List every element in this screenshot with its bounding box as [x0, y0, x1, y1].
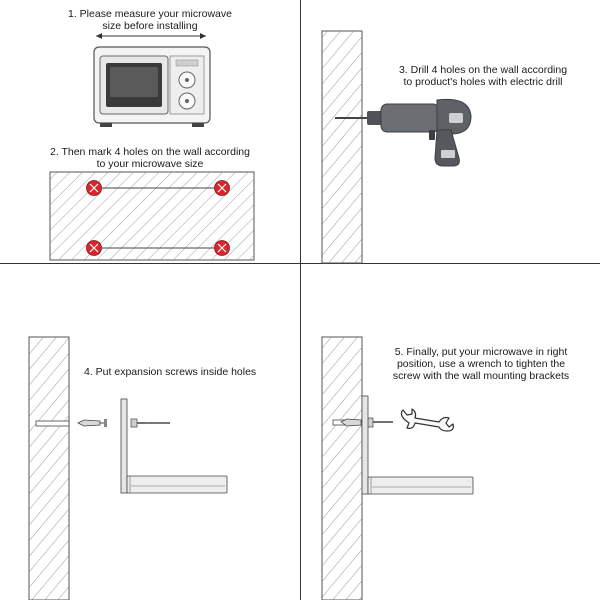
mark-hole-4: [214, 240, 230, 256]
step-3-caption-line1: 3. Drill 4 holes on the wall according: [398, 64, 568, 76]
panel-step-5: 5. Finally, put your microwave in right …: [301, 264, 600, 600]
expansion-screw-icon: [77, 419, 107, 427]
mark-hole-1: [86, 180, 102, 196]
wall-section: [321, 336, 363, 600]
wrench-icon: [400, 408, 454, 432]
step-5-caption: 5. Finally, put your microwave in right …: [361, 346, 600, 382]
mounting-bracket: [361, 395, 474, 495]
step-4-illustration: [28, 336, 228, 600]
step-5-illustration: [321, 336, 474, 600]
step-5-caption-line3: screw with the wall mounting brackets: [392, 370, 570, 382]
wall-section: [28, 336, 70, 600]
mark-lines: [94, 187, 222, 249]
step-1-caption: 1. Please measure your microwave size be…: [0, 8, 300, 32]
step-5-caption-line2: position, use a wrench to tighten the: [396, 358, 566, 370]
step-2-caption-line1: 2. Then mark 4 holes on the wall accordi…: [49, 146, 250, 158]
step-3-caption-line2: to product's holes with electric drill: [403, 76, 563, 88]
step-4-caption-line1: 4. Put expansion screws inside holes: [84, 366, 257, 378]
divider-vertical: [300, 0, 301, 600]
mark-hole-2: [214, 180, 230, 196]
step-3-illustration: [321, 30, 472, 264]
divider-horizontal: [0, 263, 600, 264]
step-2-illustration: [49, 171, 255, 261]
panel-step-1: 1. Please measure your microwave size be…: [0, 0, 300, 263]
step-1-caption-line2: size before installing: [102, 20, 198, 32]
mounting-bracket: [120, 398, 228, 494]
step-1-caption-line1: 1. Please measure your microwave: [68, 8, 232, 20]
measure-arrow: [96, 33, 206, 39]
step-3-caption: 3. Drill 4 holes on the wall according t…: [383, 64, 583, 88]
step-5-caption-line1: 5. Finally, put your microwave in right: [394, 346, 568, 358]
step-2-caption-line2: to your microwave size: [96, 158, 204, 170]
mark-hole-3: [86, 240, 102, 256]
panel-step-4: 4. Put expansion screws inside holes: [0, 264, 300, 600]
wall-section: [321, 30, 363, 264]
bracket-bolt: [130, 418, 170, 428]
step-1-illustration: [93, 33, 211, 127]
step-4-caption: 4. Put expansion screws inside holes: [84, 366, 294, 378]
panel-step-3: 3. Drill 4 holes on the wall according t…: [301, 0, 600, 264]
microwave-icon: [93, 46, 211, 127]
electric-drill-icon: [367, 98, 472, 167]
drilled-hole: [35, 420, 70, 427]
step-2-caption: 2. Then mark 4 holes on the wall accordi…: [0, 146, 300, 170]
